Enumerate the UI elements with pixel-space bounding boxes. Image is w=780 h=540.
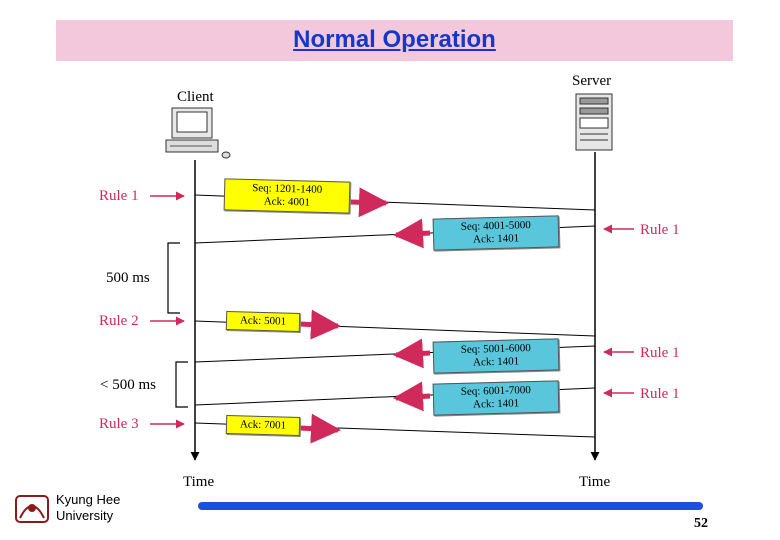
client-computer-icon: [165, 107, 231, 159]
direction-arrow-2: [393, 218, 431, 249]
university-line-2: University: [56, 508, 114, 523]
title-bar: Normal Operation: [56, 20, 733, 61]
page-title: Normal Operation: [293, 26, 496, 53]
message-3-line-1: Ack: 5001: [239, 314, 287, 328]
left-label-500ms: 500 ms: [106, 270, 150, 286]
server-icon: [575, 93, 613, 151]
server-label: Server: [572, 73, 612, 89]
footer-bar: [198, 502, 703, 510]
bracket-500ms: [167, 242, 180, 314]
message-box-3: Ack: 5001: [225, 311, 301, 332]
university-line-1: Kyung Hee: [56, 492, 121, 507]
time-label-client: Time: [183, 474, 215, 490]
direction-arrow-5: [393, 381, 431, 412]
message-2-line-2: Ack: 1401: [472, 232, 520, 246]
message-box-6: Ack: 7001: [225, 415, 301, 436]
left-label-rule-2: Rule 2: [99, 313, 139, 329]
message-box-2: Seq: 4001-5000 Ack: 1401: [432, 215, 560, 251]
right-label-rule-1c: Rule 1: [640, 386, 680, 402]
message-4-line-2: Ack: 1401: [472, 355, 520, 369]
bracket-lt500ms: [175, 361, 188, 408]
client-label: Client: [177, 89, 214, 105]
page-number: 52: [694, 516, 708, 531]
message-5-line-2: Ack: 1401: [472, 397, 520, 411]
university-name: Kyung Hee University: [56, 492, 120, 524]
message-box-1: Seq: 1201-1400 Ack: 4001: [223, 178, 351, 214]
university-logo-icon: [15, 495, 49, 523]
message-box-4: Seq: 5001-6000 Ack: 1401: [432, 338, 560, 374]
direction-arrow-1: [349, 187, 389, 218]
message-6-line-1: Ack: 7001: [239, 418, 287, 432]
right-label-rule-1b: Rule 1: [640, 345, 680, 361]
message-1-line-2: Ack: 4001: [263, 195, 311, 209]
direction-arrow-6: [299, 413, 341, 444]
left-label-rule-1: Rule 1: [99, 188, 139, 204]
left-label-rule-3: Rule 3: [99, 416, 139, 432]
right-label-rule-1a: Rule 1: [640, 222, 680, 238]
left-label-lt500ms: < 500 ms: [100, 377, 156, 393]
message-box-5: Seq: 6001-7000 Ack: 1401: [432, 380, 560, 416]
direction-arrow-3: [299, 309, 341, 340]
direction-arrow-4: [393, 338, 431, 369]
time-label-server: Time: [579, 474, 611, 490]
